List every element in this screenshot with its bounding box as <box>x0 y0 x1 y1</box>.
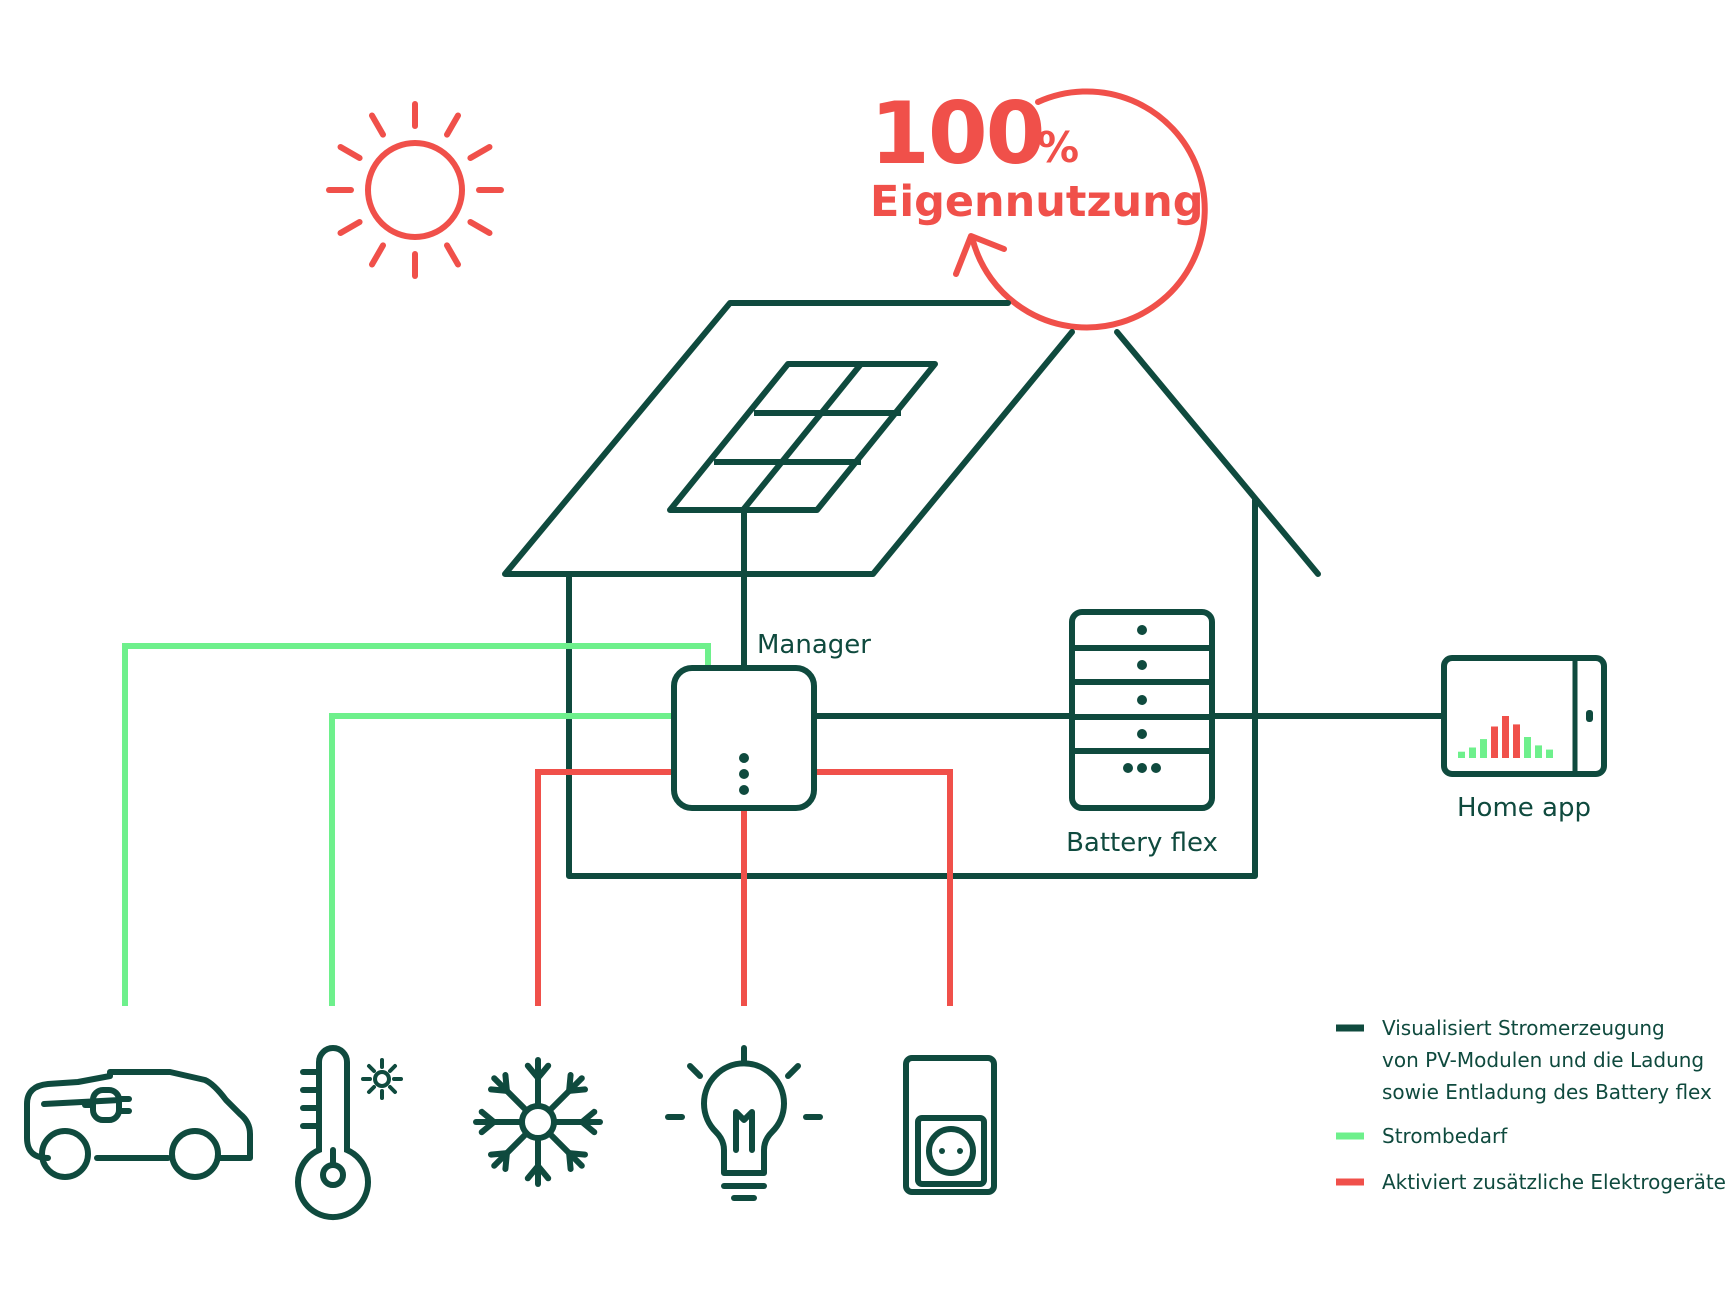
circular-arrow-icon <box>953 88 1208 331</box>
app-chart-bar <box>1480 739 1487 758</box>
legend: Visualisiert Stromerzeugung von PV-Modul… <box>1336 1016 1726 1194</box>
thermometer-icon <box>295 1045 403 1220</box>
sun-ray <box>369 242 386 268</box>
legend-text: Visualisiert Stromerzeugung <box>1382 1016 1665 1040</box>
house-outline <box>502 300 1321 879</box>
percent-value: 100 <box>870 84 1044 184</box>
sun-ray <box>444 242 461 268</box>
legend-text: sowie Entladung des Battery flex <box>1382 1080 1712 1104</box>
light-green-wires <box>122 643 711 1006</box>
solar-panel-icon <box>667 361 938 513</box>
snowflake-branch <box>524 1163 541 1182</box>
wall-socket-icon <box>903 1055 997 1195</box>
headline-label: Eigennutzung <box>870 177 1203 227</box>
manager-device-icon <box>671 665 817 811</box>
snowflake-branch <box>579 1119 598 1136</box>
sun-ray <box>369 112 386 138</box>
sun-ray <box>467 144 493 161</box>
snowflake-arm <box>491 1075 530 1114</box>
home-app-label: Home app <box>1457 793 1591 823</box>
app-bar-chart <box>1458 716 1553 758</box>
red-wires <box>535 769 953 1006</box>
app-chart-bar <box>1458 751 1465 758</box>
snowflake-branch <box>488 1150 510 1158</box>
snowflake-branch <box>535 1062 552 1081</box>
battery-stack-icon <box>1069 609 1215 811</box>
sun-ray <box>337 144 363 161</box>
snowflake-branch <box>478 1108 497 1125</box>
legend-item-generation: Visualisiert Stromerzeugung von PV-Modul… <box>1336 1016 1712 1104</box>
percent-sign: % <box>1037 123 1079 172</box>
manager-label: Manager <box>757 630 871 660</box>
app-chart-bar <box>1513 724 1520 758</box>
sun-ray <box>337 219 363 236</box>
snowflake-arm <box>546 1075 585 1114</box>
headline: 100 % Eigennutzung <box>870 84 1203 227</box>
legend-text: von PV-Modulen und die Ladung <box>1382 1048 1704 1072</box>
legend-item-activation: Aktiviert zusätzliche Elektrogeräte <box>1336 1170 1726 1194</box>
snowflake-branch <box>566 1086 588 1094</box>
legend-item-demand: Strombedarf <box>1336 1124 1508 1148</box>
sun-ray <box>467 219 493 236</box>
tablet-app-icon <box>1441 655 1607 777</box>
legend-text: Aktiviert zusätzliche Elektrogeräte <box>1382 1170 1726 1194</box>
app-chart-bar <box>1524 737 1531 758</box>
sun-icon <box>326 101 504 279</box>
app-chart-bar <box>1502 716 1509 758</box>
app-chart-bar <box>1491 726 1498 758</box>
snowflake-branch <box>502 1072 510 1094</box>
snowflake-arm <box>546 1130 585 1169</box>
snowflake-icon <box>473 1057 603 1187</box>
snowflake-branch <box>566 1150 574 1172</box>
light-bulb-icon <box>665 1045 823 1201</box>
snowflake-arm <box>491 1130 530 1169</box>
app-chart-bar <box>1469 747 1476 758</box>
legend-text: Strombedarf <box>1382 1124 1508 1148</box>
app-chart-bar <box>1546 749 1553 758</box>
sun-ray <box>444 112 461 138</box>
battery-label: Battery flex <box>1066 828 1218 858</box>
electric-car-icon <box>24 1069 253 1180</box>
app-chart-bar <box>1535 745 1542 758</box>
